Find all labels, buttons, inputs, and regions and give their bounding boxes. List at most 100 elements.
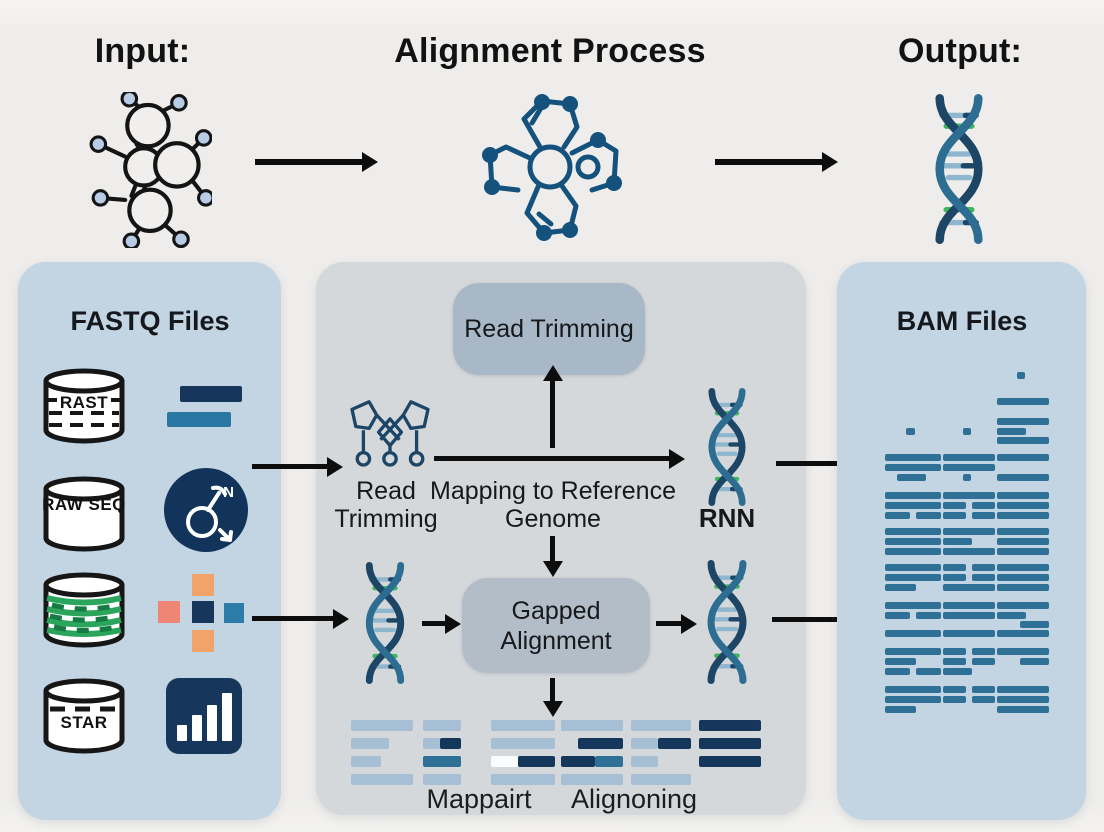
mosaic-bar — [491, 774, 555, 785]
read-bar — [1016, 372, 1026, 379]
read-bar — [997, 706, 1049, 713]
reads-bar-teal-icon — [167, 412, 231, 427]
read-bar — [916, 512, 941, 519]
read-bar — [906, 428, 916, 435]
read-bar — [943, 454, 995, 461]
read-bar — [943, 584, 995, 591]
read-bar — [997, 492, 1049, 499]
mosaic-bar — [631, 720, 691, 731]
arrow-process-to-output — [715, 159, 823, 165]
read-bar — [943, 602, 995, 609]
arrow-fastq-to-helix — [252, 616, 334, 621]
mosaic-bar — [699, 738, 761, 749]
database-star-label: STAR — [60, 713, 108, 732]
read-bar — [885, 584, 916, 591]
read-bar — [972, 574, 995, 581]
read-bar — [943, 538, 972, 545]
mosaic-bar — [631, 738, 658, 749]
process-molecule-icon — [482, 94, 622, 241]
read-bar — [997, 538, 1049, 545]
mosaic-bar — [658, 738, 691, 749]
database-rast-label: RAST — [59, 393, 109, 412]
mosaic-label-left: Mappairt — [426, 784, 532, 814]
read-bar — [885, 696, 941, 703]
mosaic-bar — [631, 774, 691, 785]
read-bar — [997, 418, 1049, 425]
read-bar — [997, 648, 1049, 655]
mosaic-bar — [491, 720, 555, 731]
read-trimmer-icon — [350, 400, 430, 467]
squares-cross-icon — [156, 566, 248, 658]
read-bar — [943, 658, 966, 665]
alignment-mosaic — [316, 262, 806, 815]
read-bar — [1020, 621, 1049, 628]
mosaic-bar — [351, 774, 413, 785]
read-bar — [885, 686, 941, 693]
mosaic-bar — [423, 738, 441, 749]
read-bar — [972, 658, 995, 665]
read-bar — [943, 492, 995, 499]
arrow-fastq-to-trimmer — [252, 464, 328, 469]
read-bar — [997, 512, 1049, 519]
read-bar — [972, 512, 995, 519]
reads-bar-dark-icon — [180, 386, 242, 402]
process-title: Alignment Process — [394, 32, 706, 70]
read-bar — [943, 612, 995, 619]
read-bar — [885, 612, 910, 619]
read-bar — [997, 584, 1049, 591]
read-bar — [972, 502, 995, 509]
output-title: Output: — [897, 32, 1023, 70]
read-bar — [885, 658, 916, 665]
read-bar — [885, 574, 941, 581]
fastq-panel-title: FASTQ Files — [70, 306, 230, 336]
read-bar — [943, 528, 995, 535]
read-bar — [943, 686, 966, 693]
square-center — [192, 601, 214, 623]
mosaic-bar — [561, 720, 623, 731]
input-title: Input: — [94, 32, 191, 70]
read-bar — [943, 564, 966, 571]
mosaic-bar — [491, 756, 518, 767]
database-green-icon — [43, 572, 125, 648]
read-bar — [997, 528, 1049, 535]
mapping-label: Mapping to Reference Genome — [430, 477, 676, 533]
read-bar — [997, 564, 1049, 571]
square-bottom — [192, 630, 214, 652]
arrow-mapping-to-gapped — [550, 536, 555, 562]
mosaic-bar — [578, 738, 623, 749]
read-bar — [943, 464, 995, 471]
read-bar — [997, 437, 1049, 444]
database-rawseq-label: RAW SEQ — [42, 495, 126, 514]
arrow-trimmer-to-rnn — [434, 456, 670, 461]
arrow-helix-to-gapped — [422, 621, 446, 626]
read-bar — [962, 474, 972, 481]
database-rast-icon — [43, 368, 125, 444]
read-bar — [943, 512, 966, 519]
read-bar — [997, 696, 1049, 703]
output-dna-icon — [926, 94, 992, 244]
input-molecule-icon — [89, 92, 212, 248]
read-bar — [885, 538, 941, 545]
read-bar — [885, 528, 941, 535]
read-bar — [943, 574, 966, 581]
mosaic-bar — [351, 756, 381, 767]
square-right — [224, 603, 244, 623]
mosaic-bar — [699, 720, 761, 731]
mosaic-bar — [351, 720, 413, 731]
arrow-gapped-to-mosaic — [550, 678, 555, 702]
read-bar — [943, 696, 966, 703]
read-bar — [885, 630, 941, 637]
mosaic-bar — [423, 756, 461, 767]
read-bar — [885, 492, 941, 499]
read-bar — [1020, 658, 1049, 665]
read-bar — [885, 512, 910, 519]
mosaic-bar — [423, 720, 461, 731]
read-bar — [972, 686, 995, 693]
line-helix-to-bam — [772, 617, 860, 622]
read-bar — [943, 668, 972, 675]
read-bar — [885, 548, 941, 555]
read-bar — [997, 398, 1049, 405]
read-bar — [997, 602, 1049, 609]
mosaic-bar — [517, 756, 555, 767]
